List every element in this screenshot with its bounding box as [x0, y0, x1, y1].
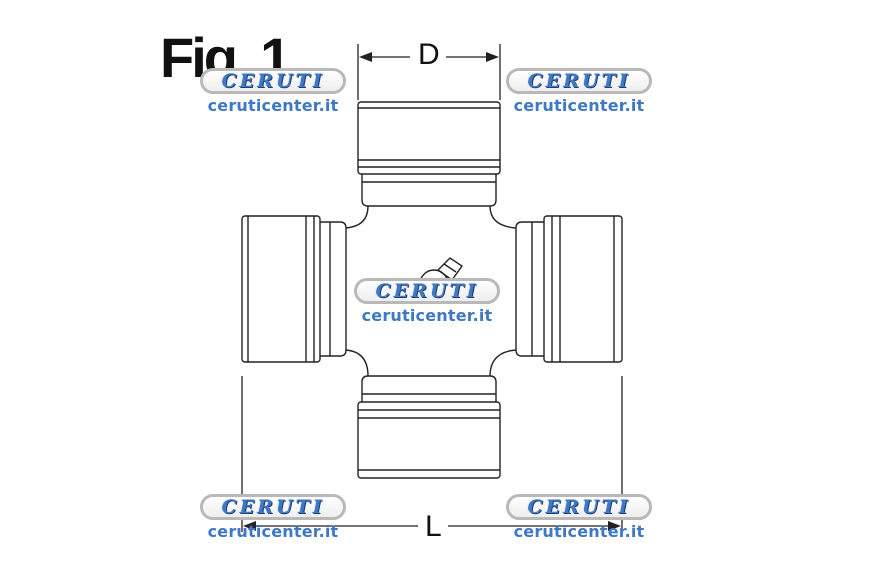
watermark-site: ceruticenter.it [504, 96, 654, 115]
watermark-bottom-right: CERUTI ceruticenter.it [504, 494, 654, 541]
watermark-site-prefix: ce [513, 96, 535, 115]
watermark-site: ceruticenter.it [198, 522, 348, 541]
watermark-site-rest: ruticenter.it [534, 522, 645, 541]
watermark-brand: CERUTI [200, 494, 346, 520]
top-bearing-cup [357, 101, 501, 207]
watermark-site-prefix: ce [361, 306, 383, 325]
watermark-brand: CERUTI [506, 494, 652, 520]
bottom-bearing-cup [357, 375, 501, 479]
watermark-site: ceruticenter.it [198, 96, 348, 115]
right-bearing-cup [515, 215, 623, 363]
watermark-site: ceruticenter.it [352, 306, 502, 325]
watermark-site-prefix: ce [207, 522, 229, 541]
watermark-site: ceruticenter.it [504, 522, 654, 541]
dimension-d [357, 44, 501, 100]
watermark-center: CERUTI ceruticenter.it [352, 278, 502, 325]
dimension-l-label: L [425, 510, 442, 543]
watermark-brand: CERUTI [200, 68, 346, 94]
watermark-site-rest: ruticenter.it [534, 96, 645, 115]
watermark-site-rest: ruticenter.it [382, 306, 493, 325]
left-bearing-cup [241, 215, 347, 363]
watermark-brand: CERUTI [354, 278, 500, 304]
watermark-bottom-left: CERUTI ceruticenter.it [198, 494, 348, 541]
watermark-top-right: CERUTI ceruticenter.it [504, 68, 654, 115]
watermark-site-rest: ruticenter.it [228, 522, 339, 541]
watermark-site-prefix: ce [207, 96, 229, 115]
dimension-d-label: D [418, 38, 440, 71]
watermark-site-rest: ruticenter.it [228, 96, 339, 115]
watermark-top-left: CERUTI ceruticenter.it [198, 68, 348, 115]
watermark-brand: CERUTI [506, 68, 652, 94]
cross-body [345, 205, 517, 377]
watermark-site-prefix: ce [513, 522, 535, 541]
